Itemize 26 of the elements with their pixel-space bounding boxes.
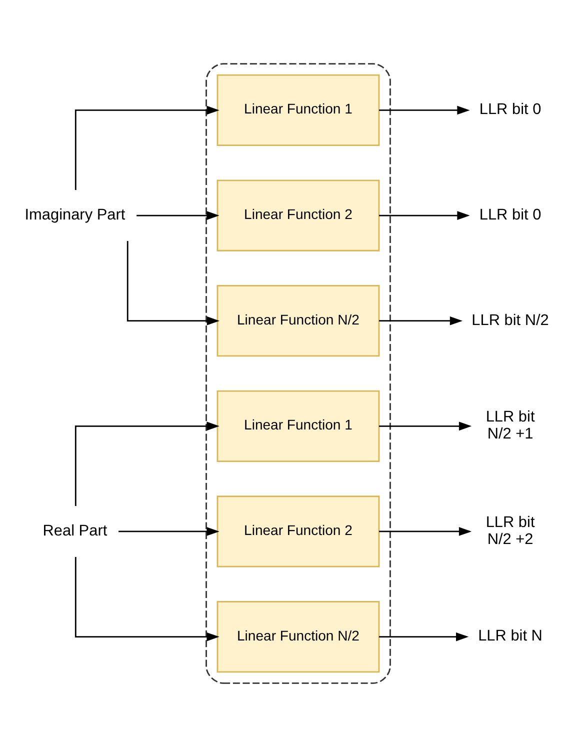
arrow [379,106,470,115]
arrow [74,106,220,190]
node-text: LLR bit N [478,628,542,645]
arrow [379,211,470,220]
node-box: Linear Function 1 [216,74,380,146]
node-box: Linear Function 1 [216,390,380,462]
node-box: Linear Function 2 [216,496,380,568]
node-text: LLR bit N/2 +2 [486,514,535,548]
arrow [118,527,220,536]
node-box: Linear Function 2 [216,180,380,252]
node-box: Linear Function N/2 [216,285,380,357]
node-text: Imaginary Part [24,206,126,224]
arrow [136,211,220,220]
arrow [74,556,220,642]
arrow [74,422,220,506]
node-text: LLR bit N/2 [472,312,549,329]
arrow [379,632,469,642]
node-text: LLR bit 0 [479,101,542,118]
node-box: Linear Function N/2 [216,601,380,673]
arrow [379,422,472,431]
arrow [379,527,472,536]
arrow [126,241,220,326]
arrow [379,316,463,326]
node-text: LLR bit 0 [479,206,542,224]
node-text: LLR bit N/2 +1 [486,408,535,443]
node-text: Real Part [42,522,108,540]
